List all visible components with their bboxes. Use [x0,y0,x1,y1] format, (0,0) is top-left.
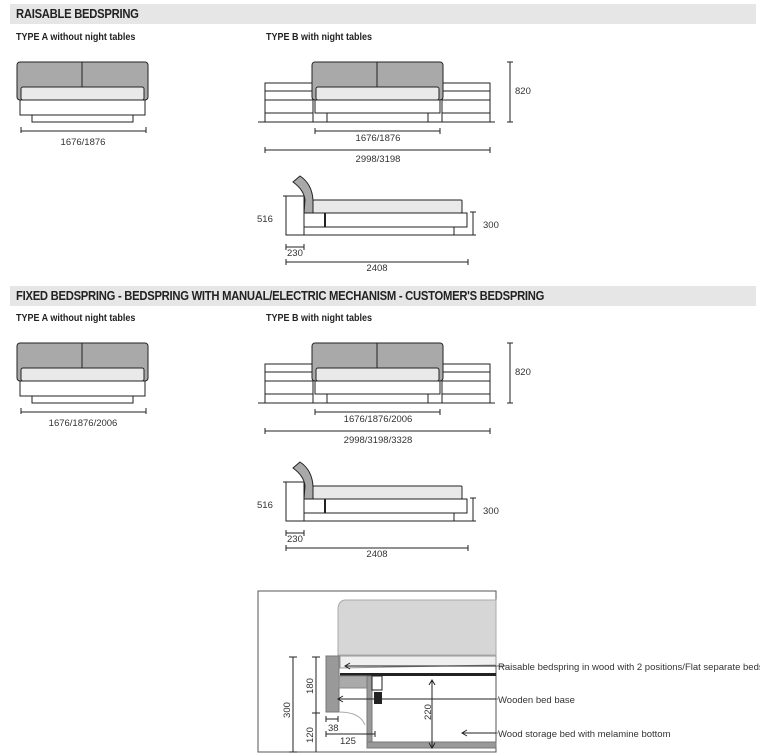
section-header-fixed: FIXED BEDSPRING - BEDSPRING WITH MANUAL/… [10,286,756,306]
type-a-label: TYPE A without night tables [16,32,136,43]
side-view: 516 300 230 2408 [257,461,499,560]
type-b-label: TYPE B with night tables [266,313,373,324]
detail-inner-height-label: 220 [423,704,434,720]
side-base-height-label: 300 [483,506,499,517]
side-length-label: 2408 [366,263,387,274]
detail-cross-section: 300 180 120 38 125 220 Raisable bedsprin… [257,590,760,753]
detail-offset-label: 125 [340,736,356,747]
type-b-front-view: 1676/1876 2998/3198 820 [258,61,531,165]
type-b-height-label: 820 [515,367,531,378]
type-b-total-width-label: 2998/3198 [356,154,401,165]
section-1-drawings: 1676/1876 1676/1876 2998/3198 820 [16,61,531,274]
type-b-bed-width-label: 1676/1876 [356,133,401,144]
detail-upper-height-label: 180 [305,678,316,694]
section-2-drawings: 1676/1876/2006 1676/1876/2006 2998/3198/… [16,342,531,560]
side-headboard-depth-label: 230 [287,248,303,259]
type-a-width-label: 1676/1876 [61,137,106,148]
detail-total-height-label: 300 [282,702,293,718]
side-headboard-depth-label: 230 [287,534,303,545]
type-b-front-view: 1676/1876/2006 2998/3198/3328 820 [258,342,531,446]
section-title: FIXED BEDSPRING - BEDSPRING WITH MANUAL/… [16,289,545,303]
side-height-label: 516 [257,500,273,511]
type-a-front-view: 1676/1876/2006 [16,342,149,429]
section-title: RAISABLE BEDSPRING [16,7,139,21]
type-b-total-width-label: 2998/3198/3328 [344,435,413,446]
detail-edge-label: 38 [328,723,339,734]
side-view: 516 300 230 2408 [257,175,499,274]
type-a-width-label: 1676/1876/2006 [49,418,118,429]
detail-lower-height-label: 120 [305,727,316,743]
type-b-height-label: 820 [515,86,531,97]
callout-bedspring: Raisable bedspring in wood with 2 positi… [498,662,760,673]
section-header-raisable: RAISABLE BEDSPRING [10,4,756,24]
side-length-label: 2408 [366,549,387,560]
callout-storage: Wood storage bed with melamine bottom [498,729,671,740]
type-b-label: TYPE B with night tables [266,32,373,43]
callout-bed-base: Wooden bed base [498,695,575,706]
type-a-front-view: 1676/1876 [16,61,149,148]
type-b-bed-width-label: 1676/1876/2006 [344,414,413,425]
type-a-label: TYPE A without night tables [16,313,136,324]
side-base-height-label: 300 [483,220,499,231]
side-height-label: 516 [257,214,273,225]
